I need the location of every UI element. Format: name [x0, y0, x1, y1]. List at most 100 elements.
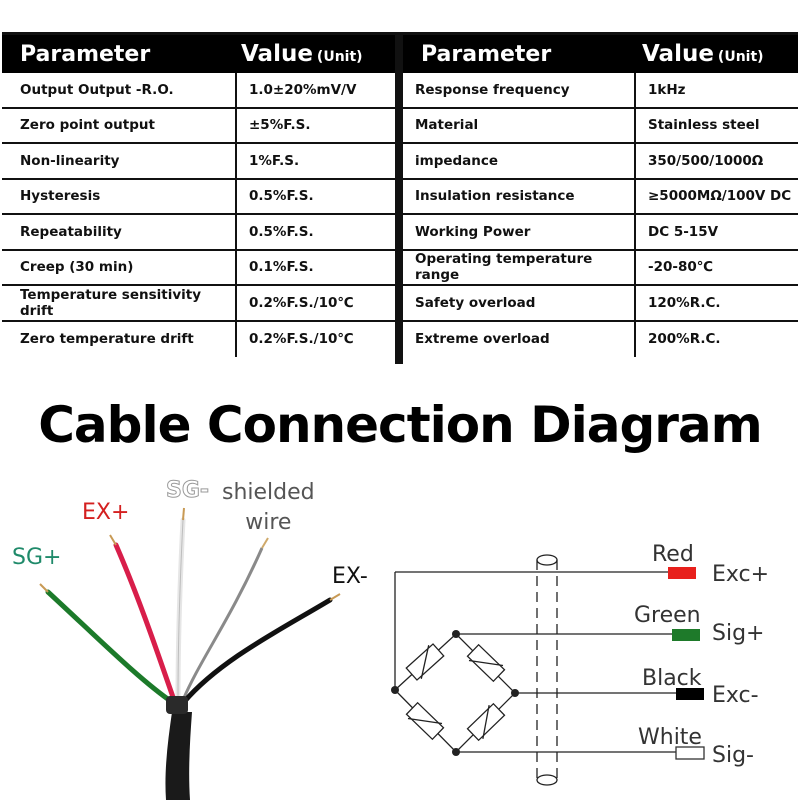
value-cell: -20-80℃ [648, 259, 714, 276]
value-cell: 200%R.C. [648, 331, 721, 348]
param-cell: Material [403, 108, 636, 142]
gauge-lower-right [466, 702, 506, 742]
header-unit: (Unit) [316, 49, 363, 65]
strain-gauges [405, 643, 506, 742]
value-cell: Stainless steel [648, 117, 760, 134]
table-row: Creep (30 min) 0.1%F.S. [2, 250, 395, 286]
table-row: Insulation resistance ≥5000MΩ/100V DC [403, 179, 798, 215]
param-cell: Safety overload [403, 286, 636, 320]
terminal-green [672, 629, 700, 641]
table-row: Safety overload 120%R.C. [403, 286, 798, 322]
value-cell: 1kHz [648, 81, 686, 98]
param-cell: Temperature sensitivity drift [2, 286, 237, 320]
diagram-title: Cable Connection Diagram [38, 396, 763, 454]
table-row: Output Output -R.O. 1.0±20%mV/V [2, 73, 395, 109]
label-sg-minus: SG- [165, 478, 210, 504]
bridge-diamond [394, 633, 516, 753]
value-cell: 0.2%F.S./10℃ [249, 294, 354, 311]
red-wire-tip [109, 534, 117, 546]
header-value: Value(Unit) [237, 41, 363, 67]
value-cell: 1%F.S. [249, 152, 300, 169]
white-wire [175, 517, 186, 703]
table-row: Non-linearity 1%F.S. [2, 144, 395, 180]
shield-drain-wire [181, 547, 264, 701]
value-cell: 0.1%F.S. [249, 259, 314, 276]
label-ex-plus: EX+ [82, 500, 130, 525]
label-ex-minus: EX- [332, 564, 368, 589]
gauge-upper-right [466, 643, 506, 683]
spec-table: Parameter Value(Unit) Output Output -R.O… [2, 32, 798, 364]
param-cell: Response frequency [403, 73, 636, 107]
table-row: Operating temperature range -20-80℃ [403, 250, 798, 286]
terminal-green-name: Green [634, 603, 701, 628]
value-cell: ≥5000MΩ/100V DC [648, 188, 792, 205]
spec-header-right: Parameter Value(Unit) [403, 35, 798, 73]
value-cell: 0.2%F.S./10℃ [249, 331, 354, 348]
param-cell: Non-linearity [2, 144, 237, 178]
node-bottom [452, 748, 460, 756]
value-cell: ±5%F.S. [249, 117, 311, 134]
table-row: Zero point output ±5%F.S. [2, 108, 395, 144]
table-row: Working Power DC 5-15V [403, 215, 798, 251]
param-cell: Operating temperature range [403, 250, 636, 284]
node-left [391, 686, 399, 694]
gauge-lower-left [405, 701, 445, 741]
table-row: Temperature sensitivity drift 0.2%F.S./10… [2, 286, 395, 322]
header-value-label: Value [642, 41, 714, 67]
node-top [452, 630, 460, 638]
terminal-black [676, 688, 704, 700]
table-row: Hysteresis 0.5%F.S. [2, 179, 395, 215]
cable-collar [166, 696, 188, 714]
param-cell: Working Power [403, 215, 636, 249]
label-shielded-wire: shielded wire [222, 480, 315, 535]
terminal-black-signal: Exc- [712, 683, 759, 708]
param-cell: Output Output -R.O. [2, 73, 237, 107]
param-cell: Extreme overload [403, 321, 636, 357]
green-wire-tip [39, 583, 49, 593]
header-value: Value(Unit) [638, 41, 764, 67]
terminal-red-signal: Exc+ [712, 562, 770, 587]
shield-cylinder-bottom [536, 774, 558, 786]
table-row: Material Stainless steel [403, 108, 798, 144]
terminal-red [668, 567, 696, 579]
terminal-red-name: Red [652, 542, 694, 567]
spec-rows-right: Response frequency 1kHz Material Stainless… [403, 73, 798, 357]
green-wire [45, 589, 175, 705]
table-row: Extreme overload 200%R.C. [403, 321, 798, 357]
black-wire [181, 597, 333, 705]
shield-cylinder-top [536, 554, 558, 566]
node-right [511, 689, 519, 697]
cable-jacket [165, 712, 192, 800]
table-row: Response frequency 1kHz [403, 73, 798, 109]
value-cell: 120%R.C. [648, 294, 721, 311]
terminal-black-name: Black [642, 666, 702, 691]
terminal-white-name: White [638, 725, 702, 750]
red-wire [113, 542, 177, 703]
terminal-white [675, 746, 705, 760]
shield-drain-tip [261, 537, 269, 549]
value-cell: 0.5%F.S. [249, 188, 314, 205]
value-cell: 1.0±20%mV/V [249, 81, 357, 98]
param-cell: impedance [403, 144, 636, 178]
header-parameter: Parameter [421, 41, 552, 67]
white-wire-outline [177, 519, 184, 701]
spec-rows-left: Output Output -R.O. 1.0±20%mV/V Zero poin… [2, 73, 395, 357]
param-cell: Repeatability [2, 215, 237, 249]
param-cell: Creep (30 min) [2, 250, 237, 284]
header-value-label: Value [241, 41, 313, 67]
param-cell: Zero point output [2, 108, 237, 142]
bridge-nodes [391, 630, 519, 756]
param-cell: Insulation resistance [403, 179, 636, 213]
black-wire-tip [329, 593, 341, 601]
label-sg-plus: SG+ [12, 545, 62, 570]
spec-header-left: Parameter Value(Unit) [2, 35, 395, 73]
param-cell: Hysteresis [2, 179, 237, 213]
spec-table-left: Parameter Value(Unit) Output Output -R.O… [2, 35, 395, 364]
wiring-schematic [394, 554, 676, 786]
value-cell: DC 5-15V [648, 223, 719, 240]
gauge-upper-left [405, 643, 445, 681]
